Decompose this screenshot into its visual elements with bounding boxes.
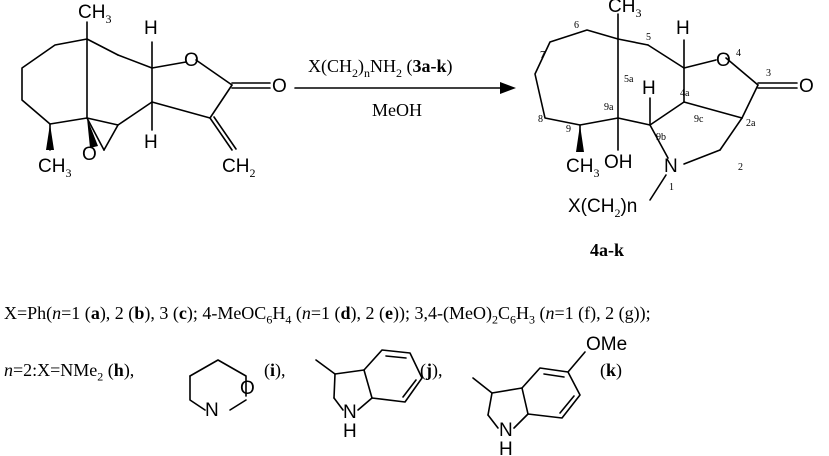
atom-number: 5a (624, 74, 634, 85)
atom-number: 3 (766, 68, 771, 79)
atom-label: H (642, 78, 656, 99)
atom-label: CH3 (608, 0, 641, 20)
atom-label: O (272, 76, 287, 97)
atom-label: H (144, 18, 158, 39)
label-k: (k) (600, 360, 623, 380)
atom-label: O (716, 50, 731, 71)
label-i: (i), (264, 360, 286, 380)
atom-label: OH (604, 152, 633, 173)
atom-label: X(CH2)n (568, 196, 637, 220)
atom-label: H (144, 132, 158, 153)
atom-label: CH2 (222, 156, 255, 180)
atom-label: N (499, 420, 513, 441)
atom-label: H (343, 421, 357, 442)
atom-label: O (799, 76, 814, 97)
atom-label: CH3 (566, 156, 599, 180)
atom-label: CH3 (78, 2, 111, 26)
atom-number: 6 (574, 20, 579, 31)
wedge-bond (87, 118, 98, 148)
atom-label: CH3 (38, 156, 71, 180)
atom-number: 9a (604, 102, 614, 113)
atom-label: O (82, 144, 97, 165)
atom-label: O (240, 378, 255, 399)
atom-label: N (343, 402, 357, 423)
wedge-bond (576, 125, 584, 152)
indole-structure-k (472, 351, 586, 429)
product (534, 13, 798, 201)
reagent-formula: X(CH2)nNH2 (3a-k) (308, 56, 453, 80)
atom-number: 2 (738, 162, 743, 173)
legend-line-2: n=2:X=NMe2 (h), (4, 360, 135, 384)
atom-number: 8 (538, 114, 543, 125)
atom-number: 9 (566, 124, 571, 135)
product-label: 4a-k (590, 240, 624, 260)
atom-number: 7 (540, 50, 545, 61)
atom-label: H (499, 439, 513, 456)
atom-label: N (205, 400, 219, 421)
solvent-label: MeOH (372, 100, 422, 120)
wedge-bond (46, 124, 54, 150)
atom-number: 4 (736, 48, 741, 59)
atom-number: 5 (646, 32, 651, 43)
atom-number: 9b (656, 132, 666, 143)
morpholine-structure (189, 359, 247, 411)
atom-number: 9c (694, 114, 704, 125)
atom-number: 4a (680, 88, 690, 99)
atom-label: H (676, 18, 690, 39)
atom-number: 2a (746, 118, 756, 129)
atom-label: OMe (586, 334, 627, 355)
atom-number: 1 (669, 182, 674, 193)
arrow-head (500, 82, 516, 94)
indole-structure-j (315, 349, 423, 411)
starting-material (21, 21, 271, 151)
atom-label: O (184, 50, 199, 71)
atom-label: N (664, 156, 678, 177)
legend-line-1: X=Ph(n=1 (a), 2 (b), 3 (c); 4-MeOC6H4 (n… (4, 303, 651, 327)
label-j: (j), (420, 360, 443, 380)
